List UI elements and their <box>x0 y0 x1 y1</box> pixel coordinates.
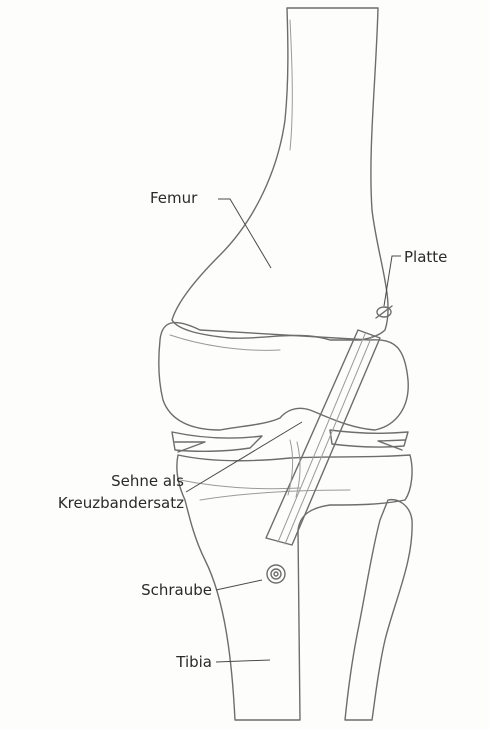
label-schraube: Schraube <box>100 580 212 600</box>
fibula-bone <box>345 500 412 720</box>
tibia-leader <box>216 660 270 662</box>
plate-fixation <box>376 306 392 318</box>
label-femur: Femur <box>150 188 197 208</box>
screw <box>267 565 285 583</box>
graft-tendon <box>266 330 380 545</box>
label-platte: Platte <box>404 247 447 267</box>
label-sehne-line1: Sehne als <box>52 471 184 491</box>
label-sehne-line2: Kreuzbandersatz <box>4 493 184 513</box>
platte-leader <box>384 256 401 306</box>
tibia-bone <box>177 455 412 720</box>
schraube-leader <box>216 580 262 590</box>
label-tibia: Tibia <box>140 652 212 672</box>
femur-bone <box>172 8 388 340</box>
sehne-leader <box>186 422 302 492</box>
femur-leader <box>218 199 271 268</box>
